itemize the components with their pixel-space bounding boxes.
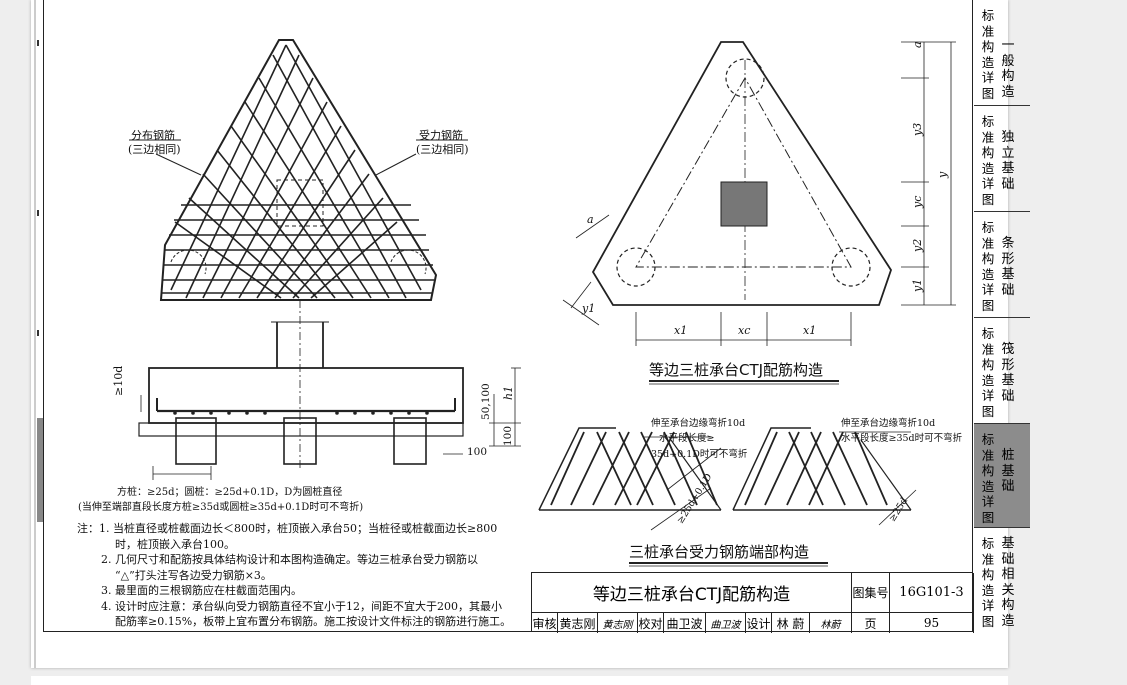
- note-line: 配筋率≥0.15%，板带上宜布置分布钢筋。施工按设计文件标注的钢筋进行施工。: [115, 615, 512, 628]
- anchorage-note-2: (当伸至端部直段长度方桩≥35d或圆桩≥35d+0.1D时可不弯折): [78, 502, 364, 513]
- title-block-title: 等边三桩承台CTJ配筋构造: [532, 573, 852, 613]
- binding-marks: [34, 0, 43, 668]
- reviewer-signature: 黄志刚: [598, 613, 638, 633]
- plan-view: [562, 41, 956, 346]
- drawing-frame: [43, 0, 973, 632]
- note-line: 时，桩顶嵌入承台100。: [115, 537, 235, 551]
- dim-h1: h1: [502, 385, 515, 400]
- dim-y2: y2: [911, 238, 924, 252]
- end-detail-right: [732, 427, 917, 526]
- chapter-tabs: 标准构造详图 一般构造 标准构造详图 独立基础 标准构造详图 条形基础 标准构造…: [974, 0, 1030, 632]
- end-right-note-1: 伸至承台边缘弯折10d: [841, 418, 936, 429]
- tab-strip-foundation[interactable]: 标准构造详图 条形基础: [974, 212, 1030, 318]
- note-line: 3. 最里面的三根钢筋应在柱截面范围内。: [101, 584, 302, 597]
- label-distribution-bar-note: (三边相同): [128, 143, 181, 156]
- tab-raft-foundation[interactable]: 标准构造详图 筏形基础: [974, 318, 1030, 424]
- checker-name: 曲卫波: [664, 613, 706, 633]
- dim-50-100: 50,100: [480, 383, 492, 420]
- note-line: “△”打头注写各边受力钢筋×3。: [115, 568, 272, 582]
- tab-col1: 标准构造详图: [981, 220, 995, 313]
- tab-col1: 标准构造详图: [981, 432, 995, 525]
- note-line: 注：1. 当桩直径或桩截面边长＜800时，桩顶嵌入承台50；当桩径或桩截面边长≥…: [77, 522, 498, 535]
- tab-col2: 筏形基础: [1001, 342, 1015, 404]
- dim-10d: ≥10d: [112, 365, 125, 396]
- designer-name: 林 蔚: [772, 613, 810, 633]
- triangle-rebar-plan: [129, 39, 468, 301]
- dim-xc: xc: [738, 324, 751, 337]
- reviewer-name: 黄志刚: [558, 613, 598, 633]
- tab-col1: 标准构造详图: [981, 114, 995, 207]
- atlas-number: 16G101-3: [890, 573, 974, 613]
- tab-col2: 桩基础: [1001, 448, 1015, 494]
- dim-100-vertical: 100: [502, 425, 514, 446]
- check-label: 校对: [638, 613, 664, 633]
- page-number: 95: [890, 613, 974, 633]
- review-label: 审核: [532, 613, 558, 633]
- dim-a-left: a: [587, 213, 594, 226]
- tab-col1: 标准构造详图: [981, 326, 995, 419]
- tab-pile-foundation[interactable]: 标准构造详图 桩基础: [974, 424, 1030, 528]
- anchorage-note-1: 方桩：≥25d；圆桩：≥25d+0.1D，D为圆桩直径: [117, 487, 343, 498]
- dim-a-top: a: [911, 41, 924, 48]
- section-view: [138, 300, 521, 480]
- end-right-note-2: 水平段长度≥35d时可不弯折: [841, 433, 963, 444]
- tab-col2: 基础相关构造: [1001, 536, 1015, 629]
- label-stressed-bar: 受力钢筋: [419, 129, 463, 142]
- tab-col1: 标准构造详图: [981, 536, 995, 629]
- page-label: 页: [852, 613, 890, 633]
- dim-yc: yc: [911, 195, 924, 208]
- tab-col2: 独立基础: [1001, 130, 1015, 192]
- end-left-note-1: 伸至承台边缘弯折10d: [651, 418, 746, 429]
- notes-block: 注：1. 当桩直径或桩截面边长＜800时，桩顶嵌入承台50；当桩径或桩截面边长≥…: [77, 521, 511, 630]
- dim-x1-left: x1: [674, 324, 688, 337]
- document-page: 分布钢筋 (三边相同) 受力钢筋 (三边相同) ≥10d 50,100 h1 1…: [31, 0, 1030, 668]
- drawing-canvas: [129, 39, 956, 567]
- dim-y1-left: y1: [582, 302, 596, 315]
- end-left-note-2: 水平段长度≥: [659, 433, 715, 444]
- dim-y: y: [936, 171, 949, 178]
- label-distribution-bar: 分布钢筋: [131, 129, 175, 142]
- plan-title: 等边三桩承台CTJ配筋构造: [649, 361, 824, 379]
- tab-col1: 标准构造详图: [981, 8, 995, 101]
- end-detail-title: 三桩承台受力钢筋端部构造: [629, 543, 810, 561]
- designer-signature: 林蔚: [810, 613, 852, 633]
- atlas-label: 图集号: [852, 573, 890, 613]
- dim-y1-right: y1: [911, 278, 924, 292]
- dim-100-horizontal: 100: [467, 446, 488, 458]
- tab-isolated-foundation[interactable]: 标准构造详图 独立基础: [974, 106, 1030, 212]
- title-block: 等边三桩承台CTJ配筋构造 图集号 16G101-3 审核 黄志刚 黄志刚 校对…: [531, 572, 974, 633]
- note-line: 4. 设计时应注意：承台纵向受力钢筋直径不宜小于12，间距不宜大于200，其最小: [101, 599, 502, 613]
- checker-signature: 曲卫波: [706, 613, 746, 633]
- dim-x1-right: x1: [803, 324, 817, 337]
- dim-y3: y3: [911, 122, 924, 136]
- tab-col2: 条形基础: [1001, 236, 1015, 298]
- next-page-edge: [31, 676, 1008, 685]
- note-line: 2. 几何尺寸和配筋按具体结构设计和本图构造确定。等边三桩承台受力钢筋以: [101, 553, 478, 566]
- label-stressed-bar-note: (三边相同): [416, 143, 469, 156]
- tab-foundation-related[interactable]: 标准构造详图 基础相关构造: [974, 528, 1030, 632]
- tab-col2: 一般构造: [1001, 38, 1015, 100]
- end-left-note-3: 35d+0.1D时可不弯折: [651, 449, 748, 460]
- end-detail-left: [538, 427, 722, 531]
- tab-general-construction[interactable]: 标准构造详图 一般构造: [974, 0, 1030, 106]
- design-label: 设计: [746, 613, 772, 633]
